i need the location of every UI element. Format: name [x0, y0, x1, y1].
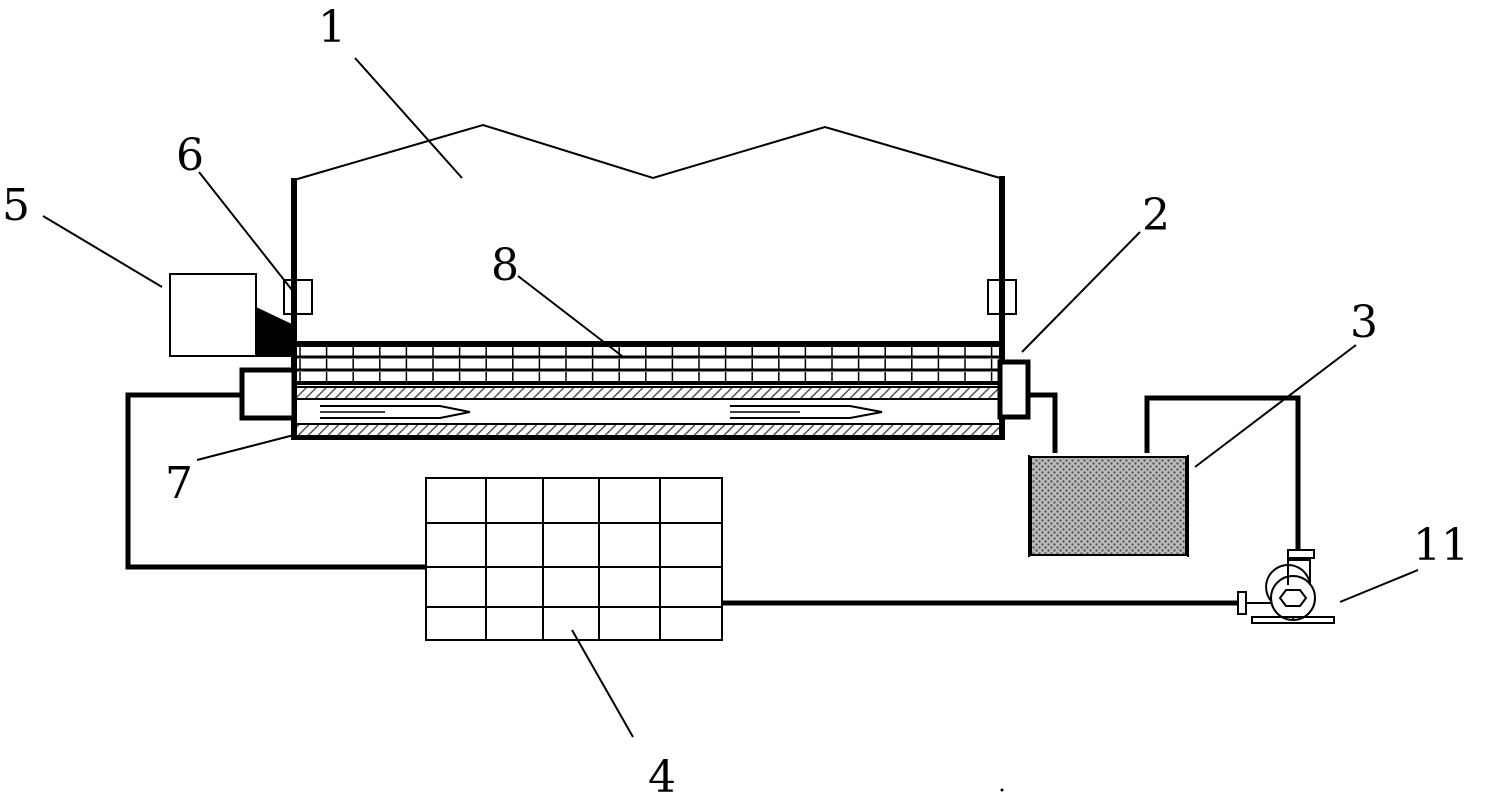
pump-casing	[1270, 575, 1316, 621]
leader-1	[354, 57, 463, 179]
tank-water	[1030, 456, 1187, 556]
heating-bed	[292, 341, 1004, 440]
flow-arrows	[320, 405, 883, 419]
label-1: 1	[318, 2, 346, 53]
solar-collector	[425, 477, 723, 641]
pipe-to-tank	[1028, 392, 1058, 453]
bed-cell-dividers	[299, 346, 993, 383]
pipe-left-loop	[125, 392, 426, 570]
leader-3	[1194, 344, 1357, 468]
collector-frame	[425, 477, 723, 641]
label-6: 6	[176, 130, 204, 181]
sensor-left	[283, 279, 313, 315]
label-11: 11	[1413, 520, 1469, 571]
pump	[1237, 549, 1335, 624]
flow-arrow-left	[320, 405, 471, 419]
greenhouse-roof	[293, 123, 1001, 181]
leader-7	[196, 434, 295, 461]
right-header	[997, 359, 1031, 420]
leader-4	[571, 629, 634, 738]
leader-5	[42, 215, 163, 288]
hatched-layer-upper	[295, 386, 1001, 400]
pipe-tank-to-pump	[1144, 395, 1301, 552]
leader-6	[198, 171, 293, 291]
stray-dot	[1000, 788, 1004, 792]
water-tank	[1028, 455, 1189, 557]
label-5: 5	[2, 180, 30, 231]
label-3: 3	[1350, 297, 1378, 348]
flow-arrow-right	[730, 405, 883, 419]
pipework	[125, 392, 1301, 606]
label-2: 2	[1142, 190, 1170, 241]
leader-8	[517, 275, 623, 357]
fan-box-body	[169, 273, 257, 357]
pump-impeller	[1278, 589, 1308, 607]
label-4: 4	[648, 752, 676, 799]
leader-2	[1021, 231, 1141, 353]
pump-outlet-flange	[1287, 549, 1315, 559]
fan-nozzle	[256, 307, 294, 357]
leader-lines	[42, 57, 1419, 738]
label-8: 8	[491, 240, 519, 291]
left-header	[239, 367, 297, 421]
hatched-layer-lower	[295, 423, 1001, 437]
pump-inlet-flange	[1237, 591, 1247, 615]
fan-box	[169, 273, 294, 357]
leader-11	[1339, 569, 1419, 603]
label-7: 7	[165, 458, 193, 509]
sensor-right	[987, 279, 1017, 315]
